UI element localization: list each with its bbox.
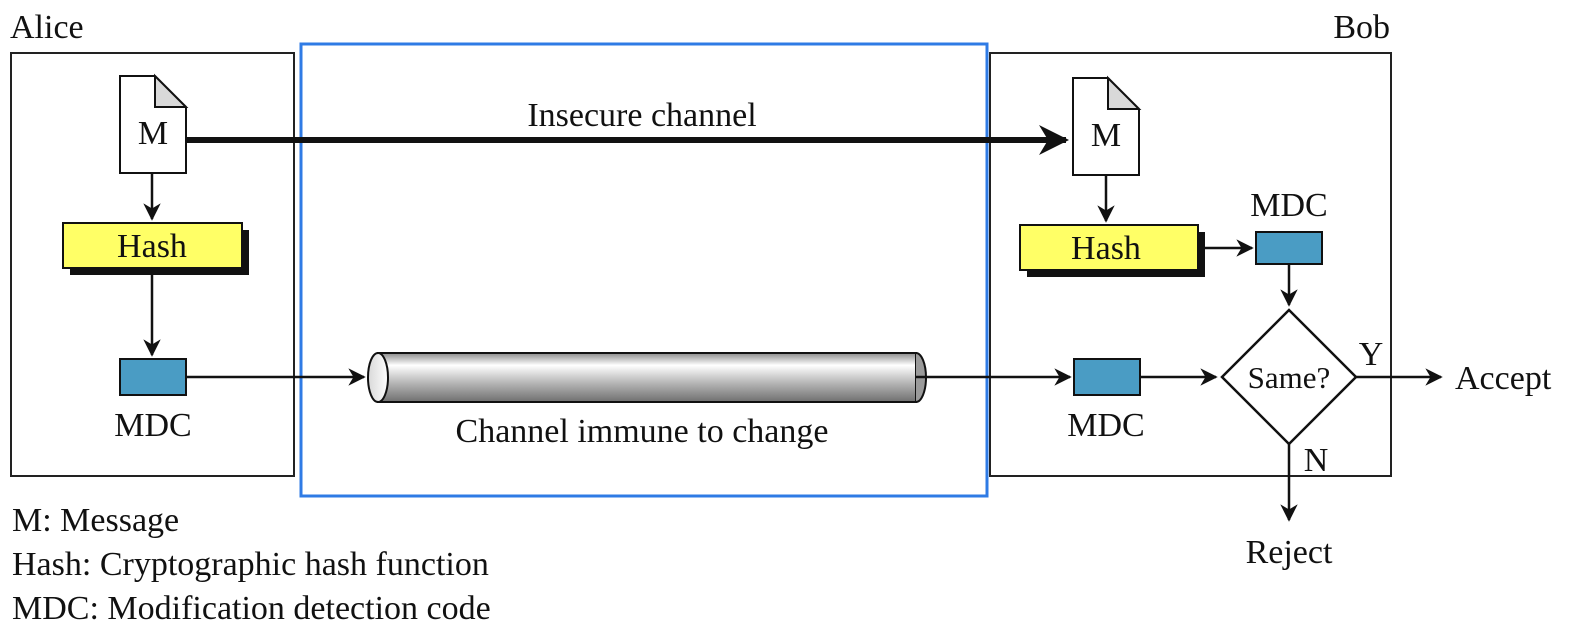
bob-message-label: M: [1091, 117, 1121, 154]
alice-mdc-block: [119, 358, 187, 396]
highlight-box: [299, 42, 989, 498]
bob-received-mdc-block: [1073, 358, 1141, 396]
alice-box: [10, 52, 295, 477]
insecure-channel-label: Insecure channel: [527, 97, 756, 134]
alice-mdc-label: MDC: [114, 407, 191, 444]
bob-box: [989, 52, 1392, 477]
bob-hash-label: Hash: [1071, 230, 1141, 267]
bob-hash-box: Hash: [1019, 224, 1205, 277]
immune-channel-label: Channel immune to change: [456, 413, 829, 450]
bob-mdc-top-label: MDC: [1250, 187, 1327, 224]
immune-channel-pipe: [367, 352, 927, 403]
legend-item: Hash: Cryptographic hash function: [12, 546, 489, 583]
accept-label: Accept: [1455, 360, 1552, 397]
reject-label: Reject: [1246, 534, 1333, 571]
legend-item: MDC: Modification detection code: [12, 590, 491, 627]
legend: M: Message Hash: Cryptographic hash func…: [12, 502, 491, 627]
legend-item: M: Message: [12, 502, 179, 539]
yes-label: Y: [1359, 336, 1384, 373]
bob-computed-mdc-block: [1255, 231, 1323, 265]
compare-label: Same?: [1248, 360, 1331, 395]
bob-mdc-bottom-label: MDC: [1067, 407, 1144, 444]
alice-message-document: M: [119, 73, 189, 174]
bob-message-document: M: [1072, 75, 1142, 176]
alice-message-label: M: [138, 115, 168, 152]
no-label: N: [1304, 442, 1329, 479]
bob-label: Bob: [1333, 9, 1390, 46]
alice-hash-box: Hash: [62, 222, 249, 275]
alice-label: Alice: [10, 9, 84, 46]
alice-hash-label: Hash: [117, 228, 187, 265]
